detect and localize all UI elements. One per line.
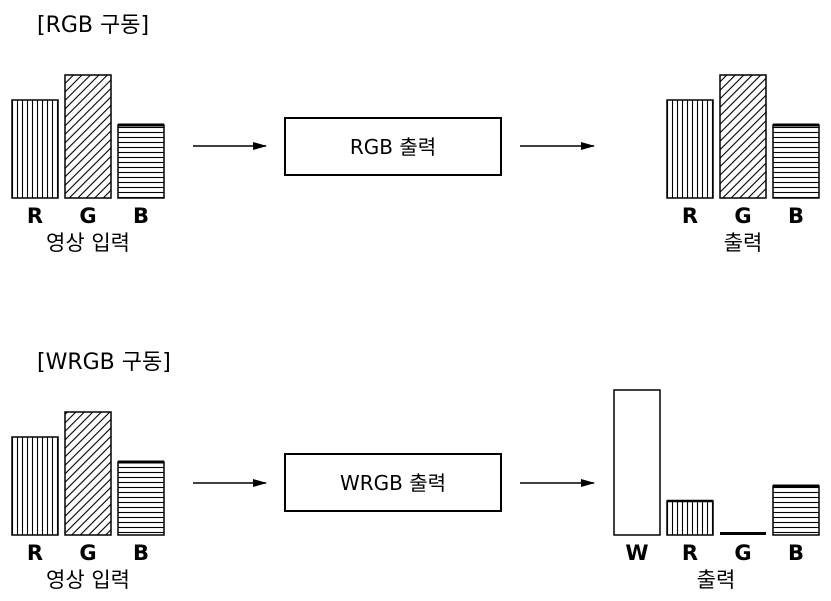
wrgb-input-label-b: B [133,541,149,565]
wrgb-input-label-r: R [27,541,43,565]
rgb-output-bars [667,75,819,198]
rgb-output-bar-b [773,125,819,198]
rgb-input-label-b: B [133,204,149,228]
wrgb-output-caption: 출력 [697,568,736,592]
wrgb-section-title: [WRGB 구동] [37,350,171,375]
wrgb-input-bars [12,412,164,535]
rgb-input-bar-g [65,75,111,198]
wrgb-output-bar-w [614,390,660,535]
wrgb-output-bars [614,390,819,535]
rgb-process-label: RGB 출력 [350,135,436,159]
wrgb-input-bar-g [65,412,111,535]
rgb-input-bars [12,75,164,198]
rgb-input-caption: 영상 입력 [46,231,130,255]
rgb-input-bar-r [12,100,58,198]
rgb-input-label-g: G [79,204,96,228]
wrgb-input-caption: 영상 입력 [46,568,130,592]
rgb-output-bar-g [720,75,766,198]
wrgb-output-label-w: W [625,541,648,565]
rgb-input-bar-b [118,125,164,198]
wrgb-output-label-r: R [682,541,698,565]
wrgb-input-label-g: G [79,541,96,565]
wrgb-output-bar-b [773,486,819,535]
wrgb-output-label-g: G [734,541,751,565]
rgb-output-caption: 출력 [724,231,763,255]
wrgb-process-label: WRGB 출력 [340,471,446,495]
wrgb-input-bar-r [12,437,58,535]
rgb-section-title: [RGB 구동] [37,13,149,38]
wrgb-output-bar-g [720,532,766,535]
wrgb-section: [WRGB 구동] R G B 영상 입력 WRGB 출력 W R [12,350,819,592]
rgb-output-label-g: G [734,204,751,228]
rgb-output-bar-r [667,100,713,198]
rgb-output-label-b: B [788,204,804,228]
wrgb-input-bar-b [118,462,164,535]
wrgb-output-label-b: B [788,541,804,565]
wrgb-output-bar-r [667,501,713,535]
rgb-section: [RGB 구동] R G B 영상 입력 RGB 출력 R G B 출력 [12,13,819,255]
rgb-input-label-r: R [27,204,43,228]
rgb-output-label-r: R [682,204,698,228]
